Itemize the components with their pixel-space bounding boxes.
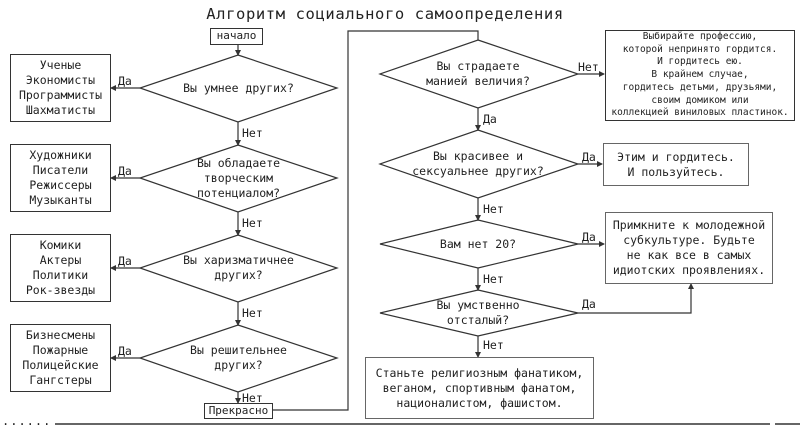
no-label-2: Нет [242, 216, 263, 230]
yes-label-mentally-slow: Да [582, 297, 596, 311]
yes-label-3: Да [118, 254, 132, 268]
no-label-3: Нет [242, 306, 263, 320]
no-label-1: Нет [242, 126, 263, 140]
connector-end-to-right [272, 30, 479, 411]
result-box-charisma: Комики Актеры Политики Рок-звезды [10, 234, 111, 302]
question-decisive: Вы решительнее других? [190, 343, 287, 372]
yes-label-2: Да [118, 164, 132, 178]
result-box-smart: Ученые Экономисты Программисты Шахматист… [10, 54, 111, 122]
arrow-d8-side [578, 283, 694, 314]
no-label-mentally-slow: Нет [483, 338, 504, 352]
start-node: начало [210, 28, 263, 45]
question-attractive: Вы красивее и сексуальнее других? [412, 149, 544, 178]
question-mentally-slow: Вы умственно отсталый? [436, 298, 520, 327]
result-box-decisive: Бизнесмены Пожарные Полицейские Гангстер… [10, 324, 111, 392]
question-charisma: Вы харизматичнее других? [183, 253, 294, 282]
question-creative: Вы обладаете творческим потенциалом? [196, 155, 281, 200]
result-box-be-proud: Этим и гордитесь. И пользуйтесь. [603, 143, 749, 186]
question-megalomania: Вы страдаете манией величия? [426, 59, 530, 88]
yes-label-megalomania: Да [483, 112, 497, 126]
result-box-subculture: Примкните к молодежной субкультуре. Будь… [605, 212, 773, 284]
yes-label-4: Да [118, 344, 132, 358]
yes-label-under-20: Да [582, 230, 596, 244]
no-label-megalomania: Нет [578, 60, 599, 74]
result-box-modest-pride: Выбирайте профессию, которой непринято г… [605, 30, 795, 121]
no-label-under-20: Нет [483, 272, 504, 286]
result-box-creative: Художники Писатели Режиссеры Музыканты [10, 144, 111, 212]
question-under-20: Вам нет 20? [439, 236, 517, 251]
footer-dots: ...... [2, 414, 52, 428]
yes-label-1: Да [118, 74, 132, 88]
yes-label-attractive: Да [582, 150, 596, 164]
result-box-fanatic: Станьте религиозным фанатиком, веганом, … [365, 357, 594, 419]
no-label-attractive: Нет [483, 202, 504, 216]
diagram-title: Алгоритм социального самоопределения [206, 5, 564, 23]
end-node-excellent: Прекрасно [204, 403, 273, 419]
question-smart: Вы умнее других? [183, 80, 294, 95]
no-label-4: Нет [242, 391, 263, 405]
